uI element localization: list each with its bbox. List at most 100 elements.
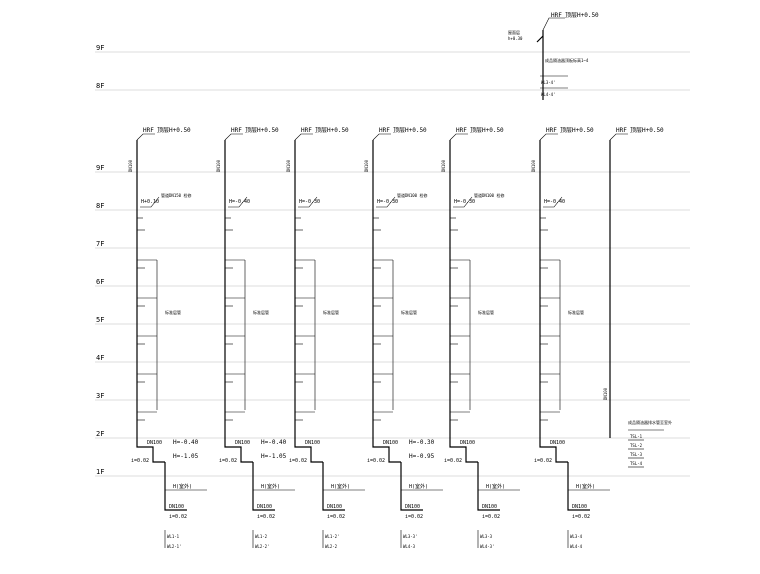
floor-label: 9F: [96, 164, 104, 172]
bottom-slope: i=0.02: [534, 458, 552, 464]
bottom-slope: i=0.02: [367, 458, 385, 464]
outlet-slope: i=0.02: [482, 514, 500, 520]
offset-pipe: [449, 438, 478, 463]
note-label: 成品隔油器顶板标高1~4: [545, 57, 589, 63]
pipe-tag: WL4-3': [480, 544, 494, 549]
outlet-pipe: [567, 462, 590, 511]
floor-note: 标准层管: [401, 309, 417, 315]
note-label: 成品隔油器排水管至室外: [628, 419, 672, 425]
elevation-label: H=-0.30: [299, 199, 320, 205]
stack-size: DN100: [531, 159, 536, 172]
floor-label: 5F: [96, 316, 104, 324]
pipe-tag: TSL-1: [630, 434, 643, 439]
outlet-size: DN100: [327, 504, 342, 510]
roof-label: HRF: [551, 12, 562, 19]
outlet-size: DN100: [169, 504, 184, 510]
offset-pipe: [294, 438, 323, 463]
ground-label: H(室外): [331, 483, 350, 490]
pipe-tag: TSL-3: [630, 452, 643, 457]
outlet-pipe: [164, 462, 187, 511]
pipe-tag: WL4-4': [541, 92, 555, 97]
roof-label: HRF: [143, 127, 154, 134]
cleanout-branch: [543, 196, 563, 208]
outlet-slope: i=0.02: [257, 514, 275, 520]
offset-pipe: [224, 438, 253, 463]
roof-label: HRF: [456, 127, 467, 134]
pipe-tag: WL4-4: [570, 544, 583, 549]
floor-label: 7F: [96, 240, 104, 248]
bottom-slope: i=0.02: [219, 458, 237, 464]
bottom-slope: i=0.02: [289, 458, 307, 464]
stack-size: DN100: [286, 159, 291, 172]
floor-label: 8F: [96, 202, 104, 210]
floor-label: 8F: [96, 82, 104, 90]
bottom-slope: i=0.02: [444, 458, 462, 464]
roof-vent-arrow: [542, 17, 565, 31]
elevation-label: h+0.30: [508, 36, 523, 41]
floor-note: 标准层管: [478, 309, 494, 315]
floor-label: 9F: [96, 44, 104, 52]
roof-vent-arrow: [136, 133, 155, 141]
outlet-slope: i=0.02: [327, 514, 345, 520]
ground-label: H(室外): [576, 483, 595, 490]
stack-size: DN100: [216, 159, 221, 172]
pipe-tag: WL3-3': [403, 534, 417, 539]
outlet-size: DN100: [257, 504, 272, 510]
roof-note: 顶层H+0.50: [393, 127, 427, 134]
ground-label: H(室外): [261, 483, 280, 490]
branch-note: 管道DN150 检修: [161, 192, 191, 198]
roof-vent-arrow: [224, 133, 243, 141]
floor-label: 1F: [96, 468, 104, 476]
pipe-tag: TSL-2: [630, 443, 643, 448]
pipe-tag: WL4-3: [403, 544, 416, 549]
pipe-tag: WL1-2: [255, 534, 268, 539]
bottom-size: DN100: [305, 440, 320, 446]
elevation-label: H=-0.30: [454, 199, 475, 205]
bottom-size: DN100: [147, 440, 162, 446]
pipe-tag: WL3-4: [570, 534, 583, 539]
floor-note: 标准层管: [165, 309, 181, 315]
elevation-label: H=-1.05: [261, 453, 287, 460]
pipe-tag: WL3-3: [480, 534, 493, 539]
roof-vent-arrow: [539, 133, 558, 141]
elevation-label: H=-0.95: [409, 453, 435, 460]
floor-label: 6F: [96, 278, 104, 286]
branch-note: 管道DN100 检修: [474, 192, 504, 198]
elevation-label: H=-0.40: [173, 439, 199, 446]
roof-note: 顶层H+0.50: [565, 12, 599, 19]
cleanout-branch: [298, 196, 318, 208]
pipe-tag: TSL-4: [630, 461, 643, 466]
floor-note: 标准层管: [568, 309, 584, 315]
branch-note: 管道DN100 检修: [397, 192, 427, 198]
roof-label: HRF: [379, 127, 390, 134]
floor-label: 3F: [96, 392, 104, 400]
pipe-tag: WL1-2': [325, 534, 339, 539]
elevation-label: H=-0.40: [229, 199, 250, 205]
elevation-label: H=-1.05: [173, 453, 199, 460]
bottom-size: DN100: [460, 440, 475, 446]
roof-label: HRF: [231, 127, 242, 134]
ground-label: H(室外): [173, 483, 192, 490]
roof-vent-arrow: [372, 133, 391, 141]
elevation-label: H=-0.40: [544, 199, 565, 205]
outlet-pipe: [322, 462, 345, 511]
roof-vent-arrow: [449, 133, 468, 141]
outlet-size: DN100: [405, 504, 420, 510]
outlet-size: DN100: [572, 504, 587, 510]
roof-note: 顶层H+0.50: [630, 127, 664, 134]
outlet-slope: i=0.02: [572, 514, 590, 520]
offset-pipe: [136, 438, 165, 463]
roof-label: HRF: [616, 127, 627, 134]
outlet-pipe: [400, 462, 423, 511]
roof-vent-arrow: [609, 133, 628, 141]
elevation-label: 屋面层: [508, 29, 520, 35]
bottom-slope: i=0.02: [131, 458, 149, 464]
outlet-pipe: [252, 462, 275, 511]
offset-pipe: [372, 438, 401, 463]
